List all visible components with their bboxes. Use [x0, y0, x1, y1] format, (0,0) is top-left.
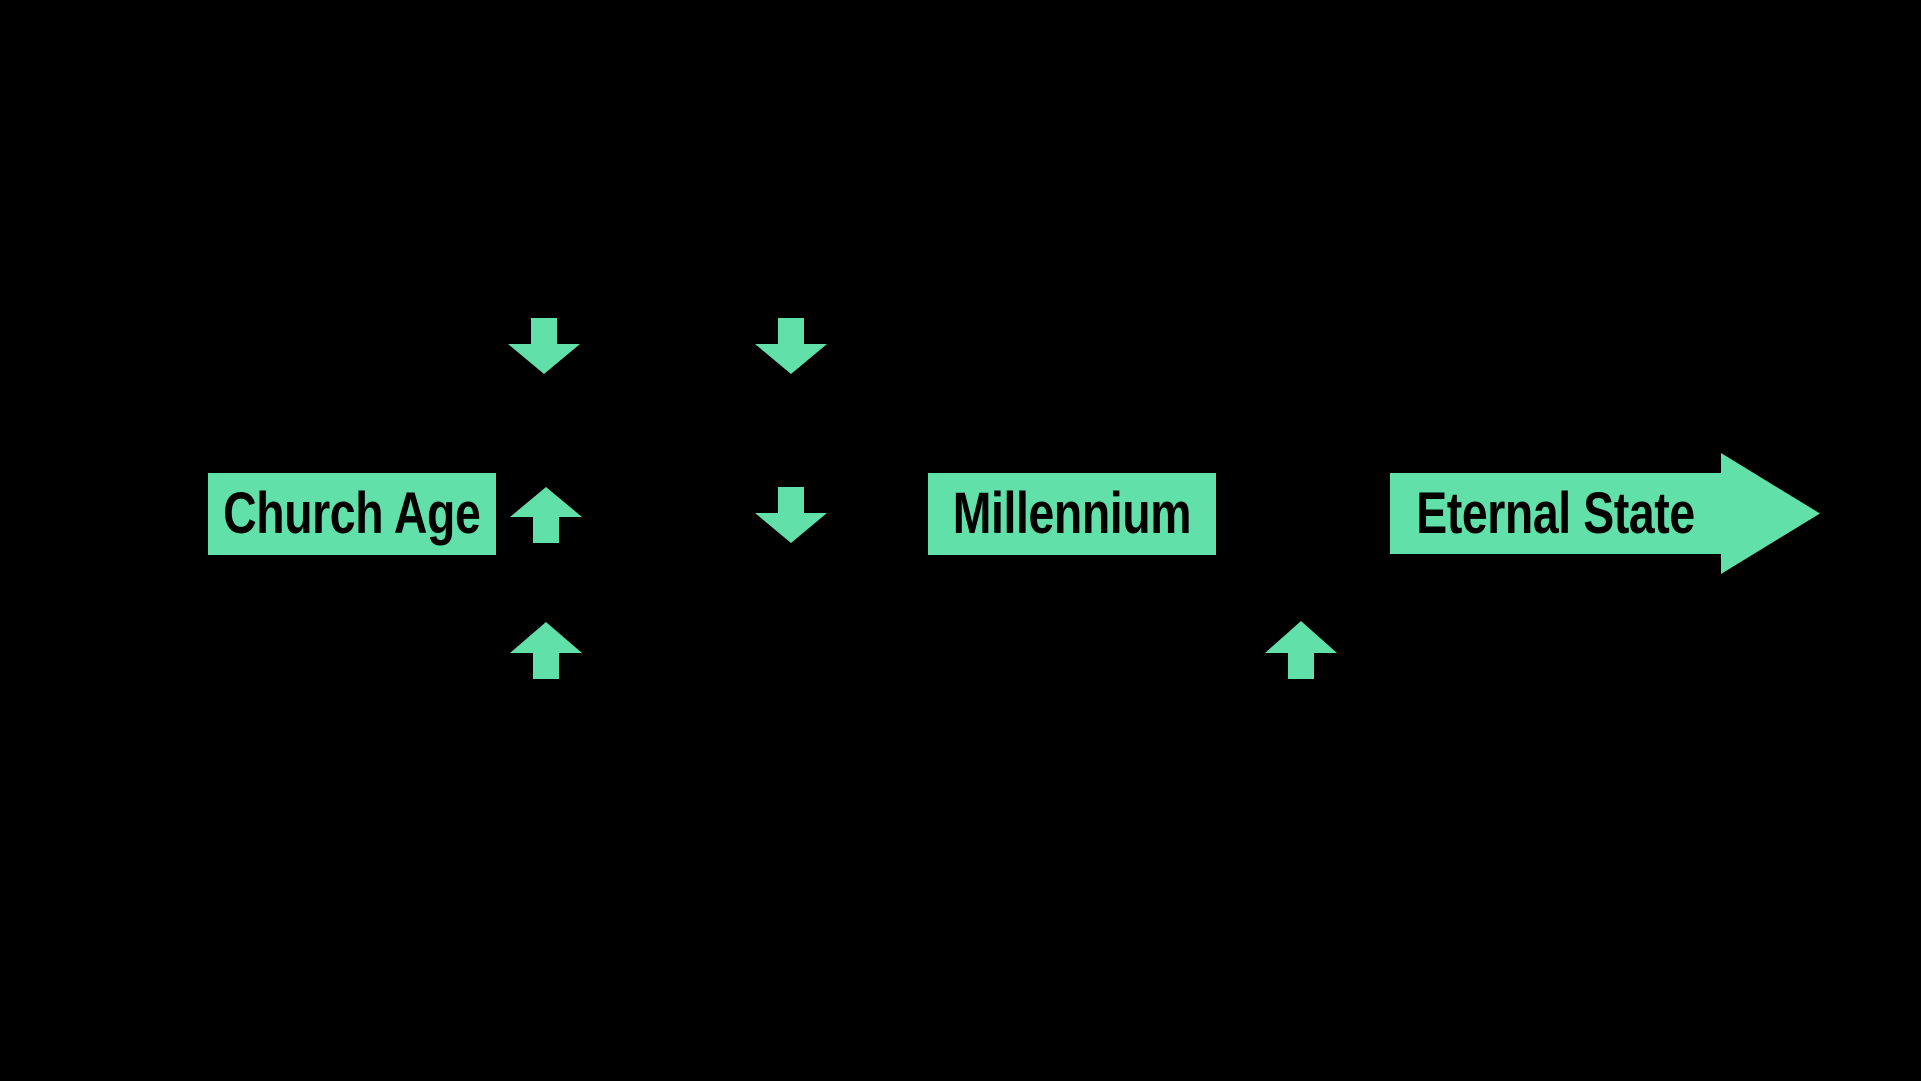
arrow-up-icon: [1265, 621, 1337, 679]
era-label-eternal-state: Eternal State: [1416, 481, 1695, 546]
arrow-up-icon: [510, 622, 582, 679]
arrow-right-banner-icon: [1390, 453, 1820, 574]
era-box-church-age: Church Age: [208, 473, 496, 555]
era-box-millennium: Millennium: [928, 473, 1216, 555]
era-label-church-age: Church Age: [223, 481, 481, 546]
arrow-up-icon: [510, 487, 582, 543]
arrow-down-icon: [508, 318, 580, 374]
arrow-down-icon: [755, 487, 827, 543]
era-box-eternal-state: Eternal State: [1390, 453, 1820, 574]
arrow-down-icon: [755, 318, 827, 374]
era-label-millennium: Millennium: [952, 481, 1192, 546]
